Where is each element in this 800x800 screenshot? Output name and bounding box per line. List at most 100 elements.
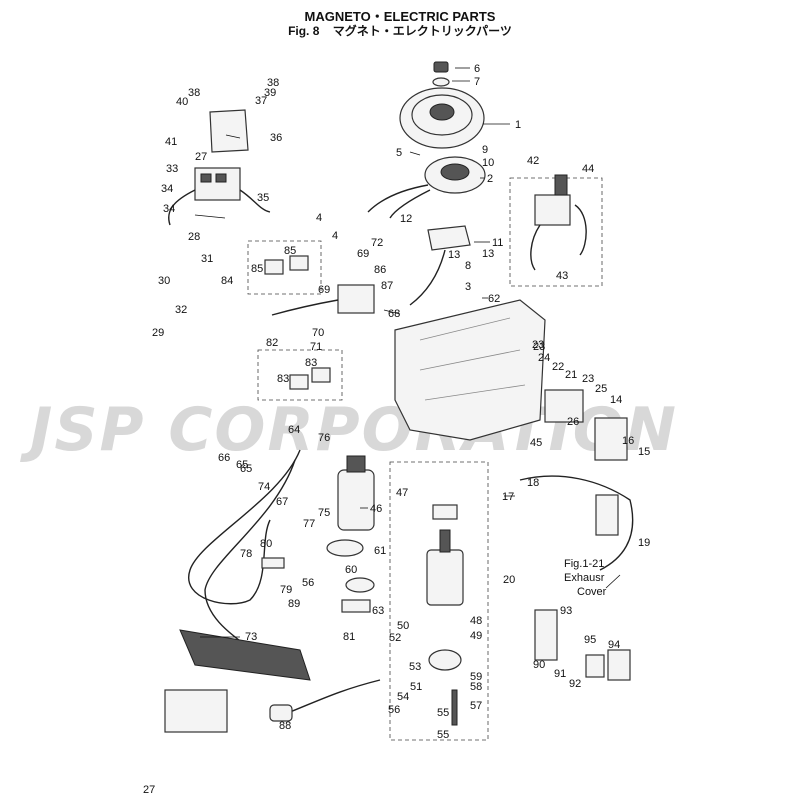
page-number: 27 xyxy=(143,784,156,796)
part-label: 42 xyxy=(527,155,539,167)
part-label: 66 xyxy=(218,452,230,464)
part-label: 55 xyxy=(437,707,449,719)
part-label: 15 xyxy=(638,446,650,458)
part-label: 33 xyxy=(166,163,178,175)
subtitle-japanese: マグネト・エレクトリックパーツ xyxy=(332,24,512,38)
part-label: 6 xyxy=(474,63,480,75)
through-bolt xyxy=(451,689,458,726)
part-label: 14 xyxy=(610,394,622,406)
part-label: 64 xyxy=(288,424,300,436)
part-label: 47 xyxy=(396,487,408,499)
part-label: 86 xyxy=(374,264,386,276)
part-label: 19 xyxy=(638,537,650,549)
part-label: 13 xyxy=(482,248,494,260)
part-label: 69 xyxy=(318,284,330,296)
rectifier xyxy=(337,284,375,314)
rectifier-regulator xyxy=(168,167,271,226)
leader-lines xyxy=(194,67,621,638)
part-label: 17 xyxy=(502,491,514,503)
cdi-bracket xyxy=(544,389,584,423)
part-label: 28 xyxy=(188,231,200,243)
part-label: 52 xyxy=(389,632,401,644)
ignition-coil xyxy=(530,174,587,271)
spring xyxy=(341,599,371,613)
part-label: 60 xyxy=(345,564,357,576)
starter-band xyxy=(326,539,364,557)
part-label: 11 xyxy=(492,237,503,249)
part-label: 40 xyxy=(176,96,188,108)
page-title: MAGNETO・ELECTRIC PARTS xyxy=(304,9,496,24)
part-label: 2 xyxy=(487,173,493,185)
main-wire-harness xyxy=(289,679,381,713)
part-label: 10 xyxy=(482,157,494,169)
part-label: 29 xyxy=(152,327,164,339)
wire-harness-right xyxy=(519,475,634,571)
part-label: 84 xyxy=(221,275,233,287)
engine-block xyxy=(394,299,546,441)
part-label: 81 xyxy=(343,631,355,643)
part-label: 72 xyxy=(371,237,383,249)
part-label: 13 xyxy=(448,249,460,261)
part-label: 82 xyxy=(266,337,278,349)
part-label: 34 xyxy=(163,203,175,215)
part-label: 79 xyxy=(280,584,292,596)
part-label: 73 xyxy=(245,631,257,643)
part-number-labels: 1 2 3 4 5 6 7 8 9 10 11 12 13 14 15 16 1… xyxy=(152,63,650,741)
part-label: 69 xyxy=(357,248,369,260)
part-label: 63 xyxy=(372,605,384,617)
starter-exploded-group xyxy=(389,461,489,741)
part-label: 57 xyxy=(470,700,482,712)
relay xyxy=(289,255,309,271)
brush-holder xyxy=(428,649,462,671)
part-label: 55 xyxy=(437,729,449,741)
relay-group-84 xyxy=(247,240,322,295)
part-label: 30 xyxy=(158,275,170,287)
part-label: 23 xyxy=(533,341,545,353)
part-label: 85 xyxy=(284,245,296,257)
part-label: 4 xyxy=(332,230,338,242)
part-label: 71 xyxy=(310,341,322,353)
part-label: 7 xyxy=(474,76,480,88)
part-label: 4 xyxy=(316,212,322,224)
reference-note-line2: Exhausr xyxy=(564,572,605,584)
part-label: 26 xyxy=(567,416,579,428)
part-label: 16 xyxy=(622,435,634,447)
part-label: 65 xyxy=(240,463,252,475)
relay-group-82 xyxy=(257,349,343,401)
flywheel xyxy=(399,61,485,149)
part-label: 83 xyxy=(277,373,289,385)
connector xyxy=(595,494,619,536)
part-label: 92 xyxy=(569,678,581,690)
part-label: 93 xyxy=(560,605,572,617)
bracket xyxy=(209,109,249,153)
part-label: 46 xyxy=(370,503,382,515)
part-label: 58 xyxy=(470,681,482,693)
cdi-unit xyxy=(594,417,628,461)
stator-coil xyxy=(367,156,486,219)
part-label: 87 xyxy=(381,280,393,292)
flywheel-nut xyxy=(433,61,449,73)
part-label: 90 xyxy=(533,659,545,671)
part-label: 24 xyxy=(538,352,550,364)
part-label: 85 xyxy=(251,263,263,275)
part-label: 20 xyxy=(503,574,515,586)
part-label: 35 xyxy=(257,192,269,204)
part-label: 12 xyxy=(400,213,412,225)
part-label: 61 xyxy=(374,545,386,557)
part-label: 50 xyxy=(397,620,409,632)
part-label: 32 xyxy=(175,304,187,316)
part-label: 70 xyxy=(312,327,324,339)
part-label: 22 xyxy=(552,361,564,373)
part-label: 31 xyxy=(201,253,213,265)
starter-bracket xyxy=(345,577,375,593)
part-label: 1 xyxy=(515,119,521,131)
part-label: 27 xyxy=(195,151,207,163)
part-label: 49 xyxy=(470,630,482,642)
part-label: 45 xyxy=(530,437,542,449)
battery xyxy=(164,689,228,733)
part-label: 59 xyxy=(470,671,482,683)
relay xyxy=(264,259,284,275)
part-label: 8 xyxy=(465,260,471,272)
part-label: 95 xyxy=(584,634,596,646)
